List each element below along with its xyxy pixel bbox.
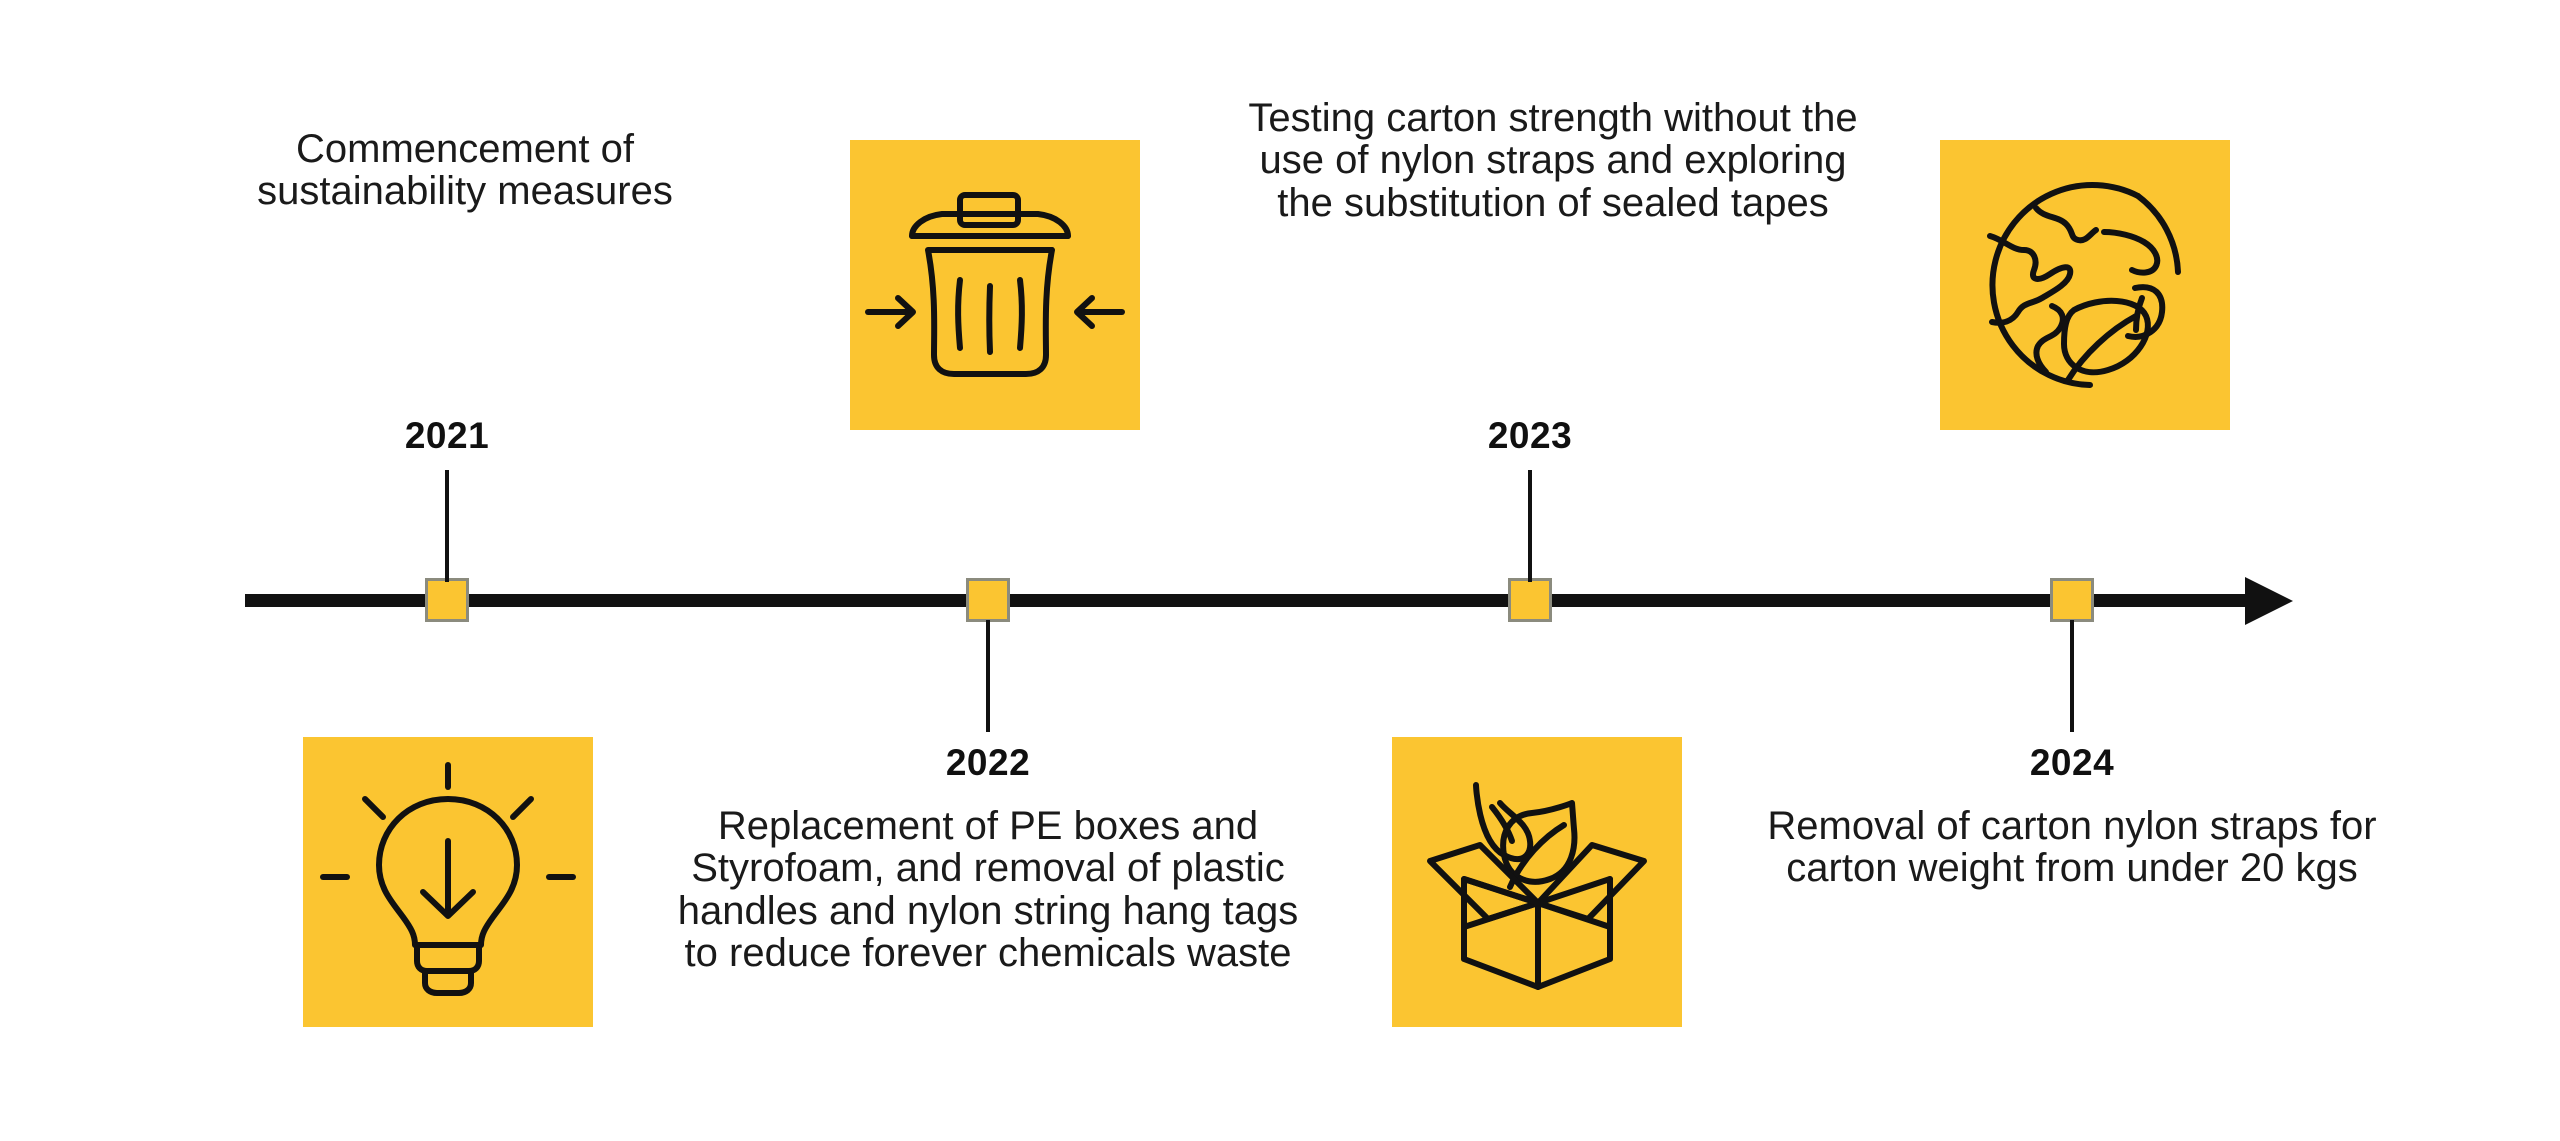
connector-stem-2023 <box>1528 470 1532 582</box>
event-description-2023: Testing carton strength without the use … <box>1248 96 1858 225</box>
icon-tile-box-leaves <box>1392 737 1682 1027</box>
box-with-leaves-icon <box>1427 782 1647 990</box>
connector-stem-2024 <box>2070 620 2074 732</box>
timeline-marker-2024[interactable] <box>2050 578 2094 622</box>
globe-with-leaves-icon <box>1987 182 2181 388</box>
event-description-2024: Removal of carton nylon straps for carto… <box>1767 804 2377 891</box>
timeline-axis-line <box>245 594 2255 607</box>
year-label-2022: 2022 <box>945 742 1031 783</box>
timeline-marker-2023[interactable] <box>1508 578 1552 622</box>
icon-tile-lightbulb <box>303 737 593 1027</box>
timeline-axis-arrowhead <box>2245 577 2293 625</box>
trash-can-compress-icon <box>865 192 1125 377</box>
icon-tile-trash-can <box>850 140 1140 430</box>
lightbulb-down-arrow-icon <box>320 762 576 996</box>
year-label-2024: 2024 <box>2029 742 2115 783</box>
connector-stem-2021 <box>445 470 449 582</box>
icon-tile-globe-leaves <box>1940 140 2230 430</box>
timeline-marker-2022[interactable] <box>966 578 1010 622</box>
year-label-2023: 2023 <box>1487 415 1573 456</box>
event-description-2021: Commencement of sustainability measures <box>257 127 673 214</box>
timeline-marker-2021[interactable] <box>425 578 469 622</box>
connector-stem-2022 <box>986 620 990 732</box>
year-label-2021: 2021 <box>404 415 490 456</box>
event-description-2022: Replacement of PE boxes and Styrofoam, a… <box>677 804 1299 976</box>
